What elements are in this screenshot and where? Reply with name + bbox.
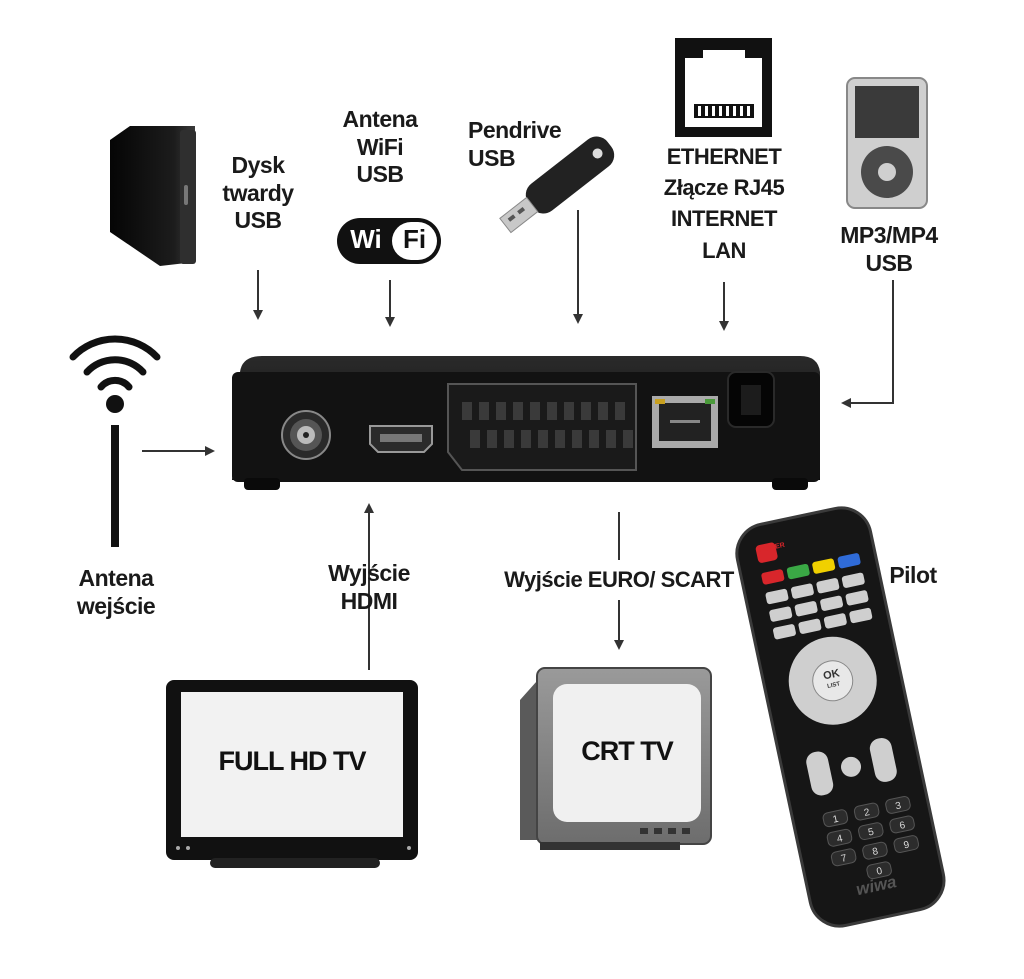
scart-pin bbox=[538, 430, 548, 448]
label-hard-drive: Dysk twardy USB bbox=[208, 152, 308, 235]
ethernet-port bbox=[652, 396, 718, 448]
fullhd-tv-screen-text: FULL HD TV bbox=[181, 746, 403, 777]
label-pendrive: Pendrive USB bbox=[468, 117, 580, 172]
scart-pin bbox=[513, 402, 523, 420]
scart-pin bbox=[606, 430, 616, 448]
scart-pin bbox=[555, 430, 565, 448]
scart-pin bbox=[479, 402, 489, 420]
scart-pin bbox=[572, 430, 582, 448]
label-remote: Pilot bbox=[878, 562, 948, 590]
remote-brand-logo: wiwa bbox=[837, 868, 915, 903]
scart-port bbox=[448, 384, 636, 470]
scart-pin bbox=[487, 430, 497, 448]
antenna-icon bbox=[73, 339, 157, 547]
scart-pin bbox=[564, 402, 574, 420]
label-scart-output: Wyjście EURO/ SCART bbox=[490, 567, 748, 593]
hard-drive-icon bbox=[110, 126, 196, 266]
scart-pin bbox=[581, 402, 591, 420]
label-mp3-mp4: MP3/MP4 USB bbox=[828, 222, 950, 277]
scart-pin bbox=[547, 402, 557, 420]
scart-pin bbox=[598, 402, 608, 420]
crt-tv-screen-text: CRT TV bbox=[553, 736, 701, 767]
usb-port bbox=[728, 372, 774, 427]
scart-pin bbox=[530, 402, 540, 420]
arrow-mp3 bbox=[843, 280, 893, 403]
wifi-logo-text-wi: Wi bbox=[340, 224, 392, 255]
scart-pin bbox=[504, 430, 514, 448]
scart-pin bbox=[462, 402, 472, 420]
label-hdmi-output: Wyjście HDMI bbox=[310, 560, 428, 615]
wifi-logo-text-fi: Fi bbox=[392, 224, 437, 255]
scart-pin bbox=[470, 430, 480, 448]
label-antenna-input: Antena wejście bbox=[60, 565, 172, 620]
hdmi-port bbox=[370, 426, 432, 452]
scart-pin bbox=[496, 402, 506, 420]
scart-pin bbox=[521, 430, 531, 448]
coax-antenna-port bbox=[282, 411, 330, 459]
label-wifi-antenna: Antena WiFi USB bbox=[330, 106, 430, 189]
set-top-box bbox=[232, 356, 820, 490]
scart-pin bbox=[615, 402, 625, 420]
remote-power-label: POWER bbox=[750, 540, 794, 556]
mp3-player-icon bbox=[847, 78, 927, 208]
scart-pin bbox=[623, 430, 633, 448]
rj45-port-icon bbox=[675, 38, 772, 137]
label-ethernet: ETHERNET Złącze RJ45 INTERNET LAN bbox=[646, 141, 802, 266]
scart-pin bbox=[589, 430, 599, 448]
